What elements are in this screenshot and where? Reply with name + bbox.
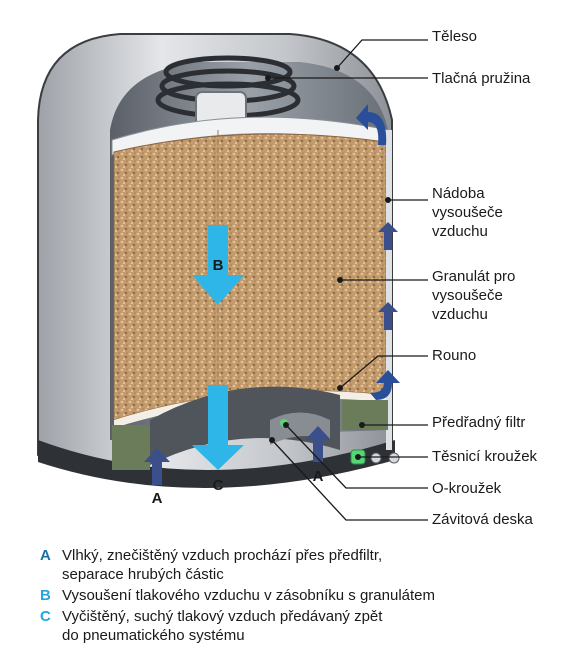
label-granulate: Granulát pro vysoušeče vzduchu [432,268,516,323]
legend-text-b: Vysoušení tlakového vzduchu v zásobníku … [62,587,435,604]
arrow-turn-bottom [370,370,400,400]
leader-dots [265,65,391,460]
label-sealing-ring: Těsnicí kroužek [432,448,538,465]
arrow-a-right-inlet [305,426,331,462]
label-fleece: Rouno [432,347,477,364]
label-dryer-vessel: Nádoba vysoušeče vzduchu [432,185,503,240]
canister-wall [386,130,392,450]
marker-c: C [213,477,224,494]
base-bolt-2 [388,452,400,464]
base-bolt-1 [370,452,382,464]
legend-text-c: Vyčištěný, suchý tlakový vzduch předávan… [62,608,383,644]
prefilter-left [112,425,150,470]
arrow-b-drying-flow [192,225,244,305]
marker-a-right: A [313,468,324,485]
arrow-up-wall-1 [378,222,398,250]
marker-b: B [213,257,224,274]
legend-item-a: A Vlhký, znečištěný vzduch prochází přes… [40,546,550,584]
legend-item-b: B Vysoušení tlakového vzduchu v zásobník… [40,586,550,605]
arrow-c-clean-air-out [192,385,244,470]
leader-lines [268,39,428,521]
label-compression-spring: Tlačná pružina [432,70,531,87]
label-housing: Těleso [432,28,478,45]
granulate-bed [113,133,387,421]
arrow-a-left-inlet [144,448,170,485]
label-threaded-plate: Závitová deska [432,511,533,528]
arrow-up-wall-2 [378,302,398,330]
legend: A Vlhký, znečištěný vzduch prochází přes… [40,546,550,647]
legend-text-a: Vlhký, znečištěný vzduch prochází přes p… [62,547,383,583]
cartridge-cutaway-illustration: B C A A [37,33,428,521]
label-o-ring: O-kroužek [432,480,502,497]
arrow-turn-top [356,104,387,145]
legend-letter-c: C [40,608,51,625]
legend-item-c: C Vyčištěný, suchý tlakový vzduch předáv… [40,607,550,645]
legend-letter-a: A [40,547,51,564]
label-pre-filter: Předřadný filtr [432,414,526,431]
pre-filter [342,400,388,430]
legend-letter-b: B [40,587,51,604]
marker-a-left: A [152,490,163,507]
air-dryer-cartridge-diagram: B C A A Těleso Tlačná pružina Nádoba vys… [37,28,538,528]
